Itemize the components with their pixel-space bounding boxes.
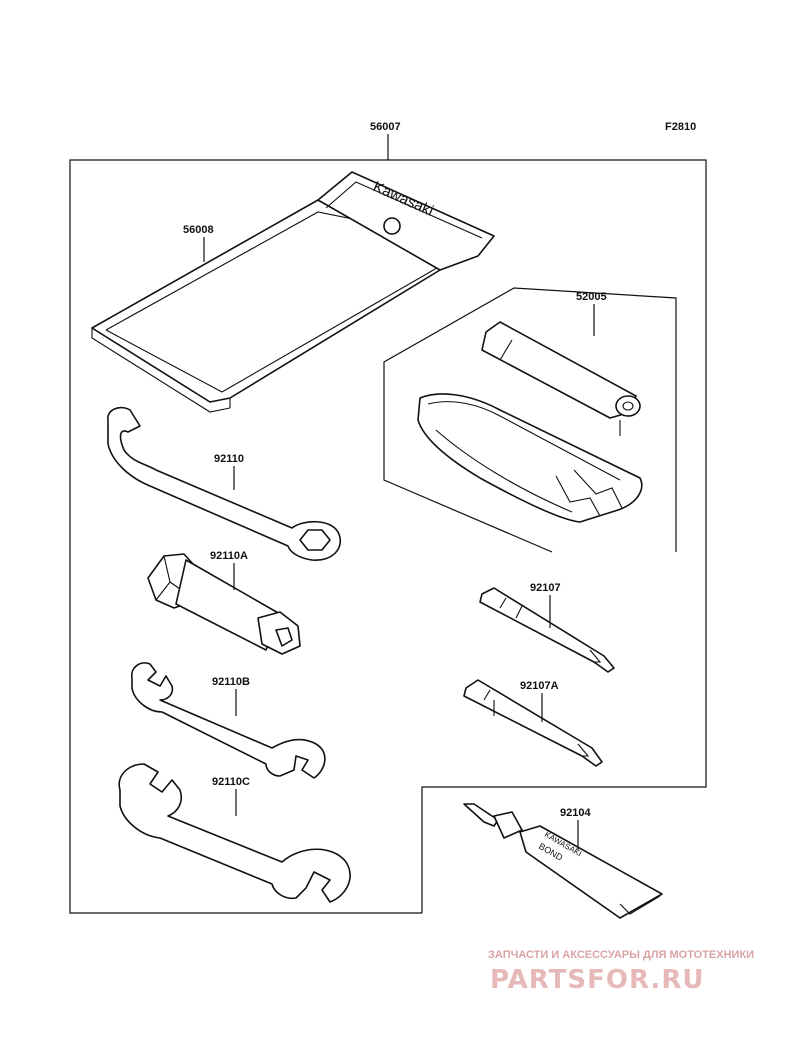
tool-pouch: Kawasaki: [91, 171, 495, 413]
part-label-plug-wrench: 92110A: [210, 550, 248, 562]
grip-case-bag: [417, 393, 643, 523]
hook-wrench: [107, 406, 341, 561]
wrench-large: [118, 763, 351, 903]
part-label-grip-case: 52005: [576, 291, 607, 303]
part-label-screwdriver-a: 92107: [530, 582, 561, 594]
bond-tube: KAWASAKI BOND: [463, 803, 663, 919]
screwdriver-b: [463, 679, 603, 767]
part-label-bond: 92104: [560, 807, 591, 819]
grip-case-tube: [481, 321, 641, 436]
part-label-pouch: 56008: [183, 224, 214, 236]
wrench-small: [130, 662, 326, 779]
part-label-hook-wrench: 92110: [214, 453, 244, 465]
grip-case-frame: [383, 287, 677, 553]
plug-wrench: [147, 553, 301, 655]
screwdriver-a: [479, 587, 615, 673]
watermark-tagline: ЗАПЧАСТИ И АКСЕССУАРЫ ДЛЯ МОТОТЕХНИКИ: [488, 949, 754, 961]
part-label-kit: 56007: [370, 121, 401, 133]
kit-frame: [69, 159, 707, 914]
part-label-screwdriver-b: 92107A: [520, 680, 559, 692]
part-label-wrench-small: 92110B: [212, 676, 250, 688]
figure-code: F2810: [665, 121, 696, 133]
watermark-logo: PARTSFOR.RU: [490, 965, 704, 995]
part-label-wrench-large: 92110C: [212, 776, 250, 788]
